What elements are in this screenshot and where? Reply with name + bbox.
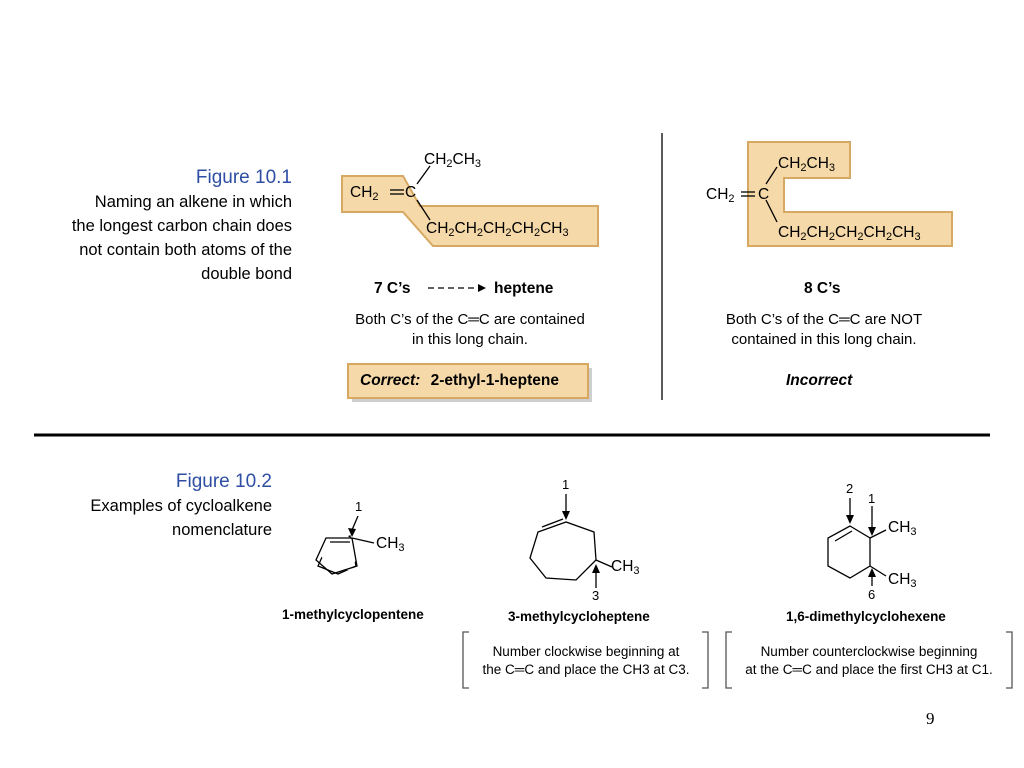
fig2-note-1: Number clockwise beginning at the C═C an… <box>466 643 706 679</box>
cyclopentene-ch3: CH3 <box>376 535 405 554</box>
fig2-note-2-line: Number counterclockwise beginning <box>760 644 978 659</box>
cyclopentene-number-1: 1 <box>355 499 363 514</box>
right-note: Both C’s of the C═C are NOT contained in… <box>694 310 954 350</box>
note1-left-bracket <box>462 631 469 689</box>
fig2-note-2-line: at the C═C and place the first CH3 at C1… <box>745 662 993 677</box>
note2-left-bracket <box>725 631 732 689</box>
left-count: 7 C’s <box>374 280 411 297</box>
incorrect-verdict: Incorrect <box>786 372 853 389</box>
correct-label: Correct: <box>360 372 421 389</box>
cycloheptene-ch3: CH3 <box>611 558 640 577</box>
cyclohexene-number-6: 6 <box>868 587 876 602</box>
correct-verdict: Correct: 2-ethyl-1-heptene <box>360 373 559 389</box>
right-bond-up <box>765 166 778 185</box>
right-c-label: C <box>758 186 770 203</box>
right-note-line: Both C’s of the C═C are NOT <box>725 311 923 328</box>
left-bond-up <box>416 165 431 185</box>
fig2-caption-line: nomenclature <box>172 521 272 539</box>
fig1-caption-line: the longest carbon chain does <box>71 217 292 235</box>
left-note-line: in this long chain. <box>412 331 528 348</box>
cycloheptene-double <box>541 518 564 528</box>
cyclohexene-number-1: 1 <box>868 491 876 506</box>
cyclohexene-arrow6-head <box>868 568 876 577</box>
cycloheptene-name: 3-methylcycloheptene <box>508 609 650 624</box>
note1-right-bracket <box>702 631 709 689</box>
cyclopentene-name: 1-methylcyclopentene <box>282 607 424 622</box>
cycloheptene-arrow3-head <box>592 564 600 573</box>
left-name: heptene <box>494 280 554 297</box>
cycloheptene-ring <box>529 521 597 581</box>
dashed-arrow-head <box>478 284 486 292</box>
right-bond-down <box>765 199 778 223</box>
fig2-caption-line: Examples of cycloalkene <box>90 497 272 515</box>
cycloheptene-number-1: 1 <box>562 477 570 492</box>
left-chain-label: CH2CH2CH2CH2CH3 <box>426 220 569 239</box>
page-number: 9 <box>926 709 935 728</box>
fig2-note-1-line: the C═C and place the CH3 at C3. <box>482 662 690 677</box>
left-bond-down <box>416 199 431 221</box>
cyclohexene-methyl6-bond <box>869 565 887 577</box>
cyclopentene-bonds <box>315 537 358 575</box>
cyclohexene-ch3-top: CH3 <box>888 519 917 538</box>
note2-right-bracket <box>1006 631 1013 689</box>
right-note-line: contained in this long chain. <box>731 331 917 348</box>
fig2-caption: Figure 10.2 Examples of cycloalkene nome… <box>12 470 272 542</box>
right-ch2-label: CH2 <box>706 186 735 205</box>
left-c-label: C <box>405 184 417 201</box>
fig1-caption-line: Naming an alkene in which <box>94 193 292 211</box>
right-ethyl-label: CH2CH3 <box>778 155 836 174</box>
correct-name: 2-ethyl-1-heptene <box>430 372 559 389</box>
cyclohexene-name: 1,6-dimethylcyclohexene <box>786 609 946 624</box>
left-note-line: Both C’s of the C═C are contained <box>355 311 585 328</box>
cyclohexene-double <box>834 530 853 542</box>
cyclohexene-ch3-bottom: CH3 <box>888 571 917 590</box>
cyclopentene-shape <box>318 531 360 570</box>
cyclohexene-number-2: 2 <box>846 481 854 496</box>
fig2-note-1-line: Number clockwise beginning at <box>492 644 680 659</box>
fig1-caption: Figure 10.1 Naming an alkene in which th… <box>12 166 292 286</box>
fig1-caption-line: not contain both atoms of the <box>79 241 292 259</box>
correct-box <box>347 363 589 399</box>
left-note: Both C’s of the C═C are contained in thi… <box>330 310 610 350</box>
right-chain-label: CH2CH2CH2CH2CH3 <box>778 224 921 243</box>
fig2-title: Figure 10.2 <box>175 471 272 492</box>
cyclopentene-arrow-line <box>351 515 359 531</box>
cyclohexene-methyl1-bond <box>869 529 887 539</box>
fig2-note-2: Number counterclockwise beginning at the… <box>729 643 1009 679</box>
cyclohexene-ring <box>827 525 871 579</box>
cycloheptene-number-3: 3 <box>592 588 600 603</box>
cyclopentene-methyl-bond <box>351 537 375 544</box>
left-ch2-label: CH2 <box>350 184 379 203</box>
cyclohexene-arrow1-head <box>868 527 876 536</box>
left-ethyl-label: CH2CH3 <box>424 151 482 170</box>
cyclopentene-arrow-head <box>348 528 356 537</box>
cycloheptene-arrow1-head <box>562 511 570 520</box>
fig1-title: Figure 10.1 <box>195 167 292 188</box>
right-count: 8 C’s <box>804 280 841 297</box>
right-chain-highlight-shape <box>747 141 953 247</box>
left-chain-highlight-shape <box>341 175 599 247</box>
cyclohexene-arrow2-head <box>846 515 854 524</box>
cycloheptene-methyl-bond <box>595 559 613 568</box>
fig1-caption-line: double bond <box>201 265 292 283</box>
